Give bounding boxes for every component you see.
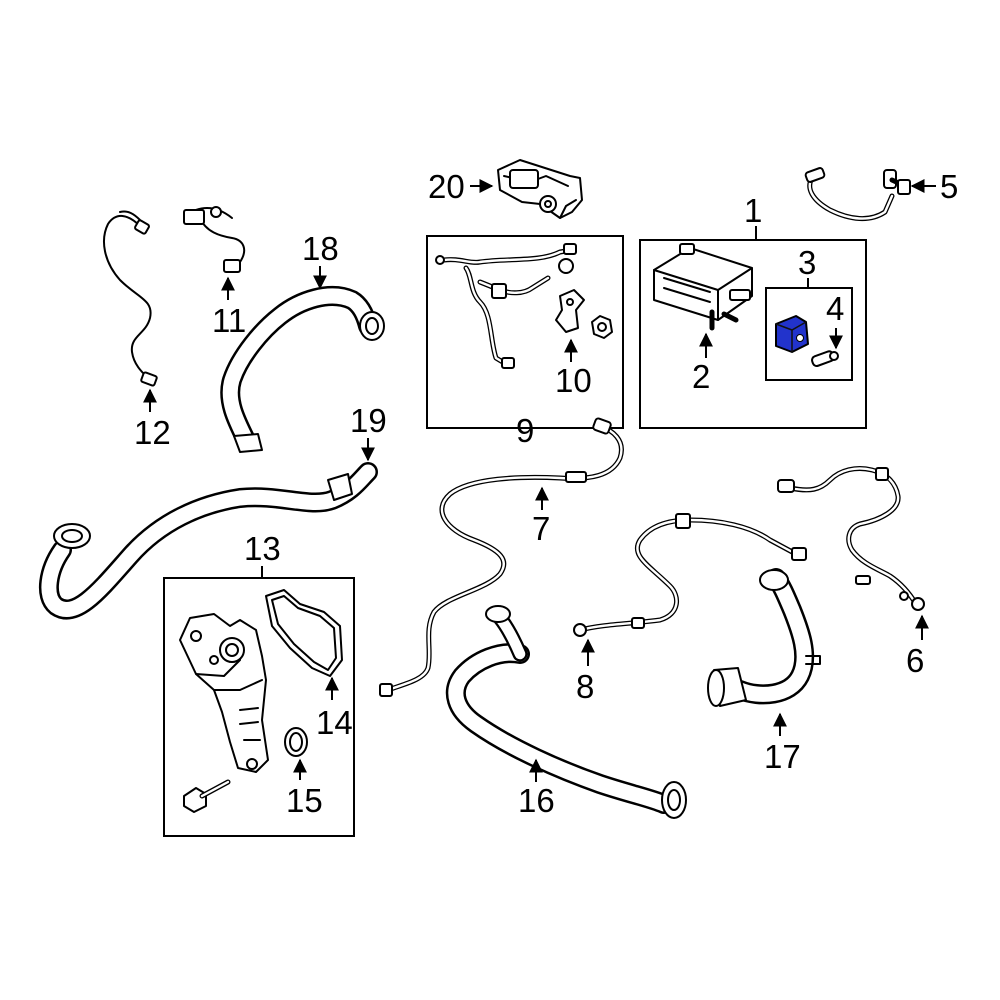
- callout-11: 11: [212, 302, 246, 339]
- part-17-coolant-hose[interactable]: [707, 568, 821, 707]
- callout-8: 8: [576, 668, 594, 705]
- callout-5: 5: [940, 168, 958, 205]
- callout-19: 19: [350, 402, 387, 439]
- callout-17: 17: [764, 738, 801, 775]
- callout-16: 16: [518, 782, 555, 819]
- part-2-vapor-canister[interactable]: [653, 243, 753, 331]
- part-20-sensor-bracket[interactable]: [497, 159, 583, 219]
- part-7-fuel-line[interactable]: [379, 417, 624, 697]
- callout-9: 9: [516, 412, 534, 449]
- part-6-vapor-line[interactable]: [777, 465, 925, 611]
- part-9-wire-harness[interactable]: [435, 243, 577, 369]
- bolt[interactable]: [183, 779, 231, 813]
- callout-2: 2: [692, 358, 710, 395]
- callout-18: 18: [302, 230, 339, 267]
- callout-3: 3: [798, 244, 816, 281]
- callout-14: 14: [316, 704, 353, 741]
- part-10-bracket-nut[interactable]: [555, 289, 613, 339]
- part-11-sensor-wire[interactable]: [183, 206, 246, 273]
- callout-20: 20: [428, 168, 465, 205]
- callout-13: 13: [244, 530, 281, 567]
- part-8-vapor-line[interactable]: [573, 513, 807, 637]
- part-14-gasket[interactable]: [265, 589, 343, 677]
- callout-7: 7: [532, 510, 550, 547]
- callout-12: 12: [134, 414, 171, 451]
- callout-1: 1: [744, 192, 762, 229]
- part-4-connector[interactable]: [811, 350, 839, 367]
- part-19-coolant-hose[interactable]: [38, 462, 378, 620]
- box-9-wiring-kit: [426, 235, 624, 429]
- part-5-vapor-line[interactable]: [804, 167, 911, 221]
- part-16-coolant-hose[interactable]: [445, 605, 687, 819]
- box-1-canister-assembly: [639, 239, 867, 429]
- part-12-sensor-wire[interactable]: [103, 210, 158, 387]
- part-18-coolant-hose[interactable]: [220, 286, 385, 453]
- callout-4: 4: [826, 290, 844, 327]
- callout-6: 6: [906, 642, 924, 679]
- part-3-canister-filter[interactable]: [775, 315, 809, 353]
- part-15-o-ring[interactable]: [284, 727, 308, 757]
- callout-15: 15: [286, 782, 323, 819]
- box-13-thermostat-housing: [163, 577, 355, 837]
- callout-10: 10: [555, 362, 592, 399]
- part-13-thermostat-housing[interactable]: [179, 613, 269, 773]
